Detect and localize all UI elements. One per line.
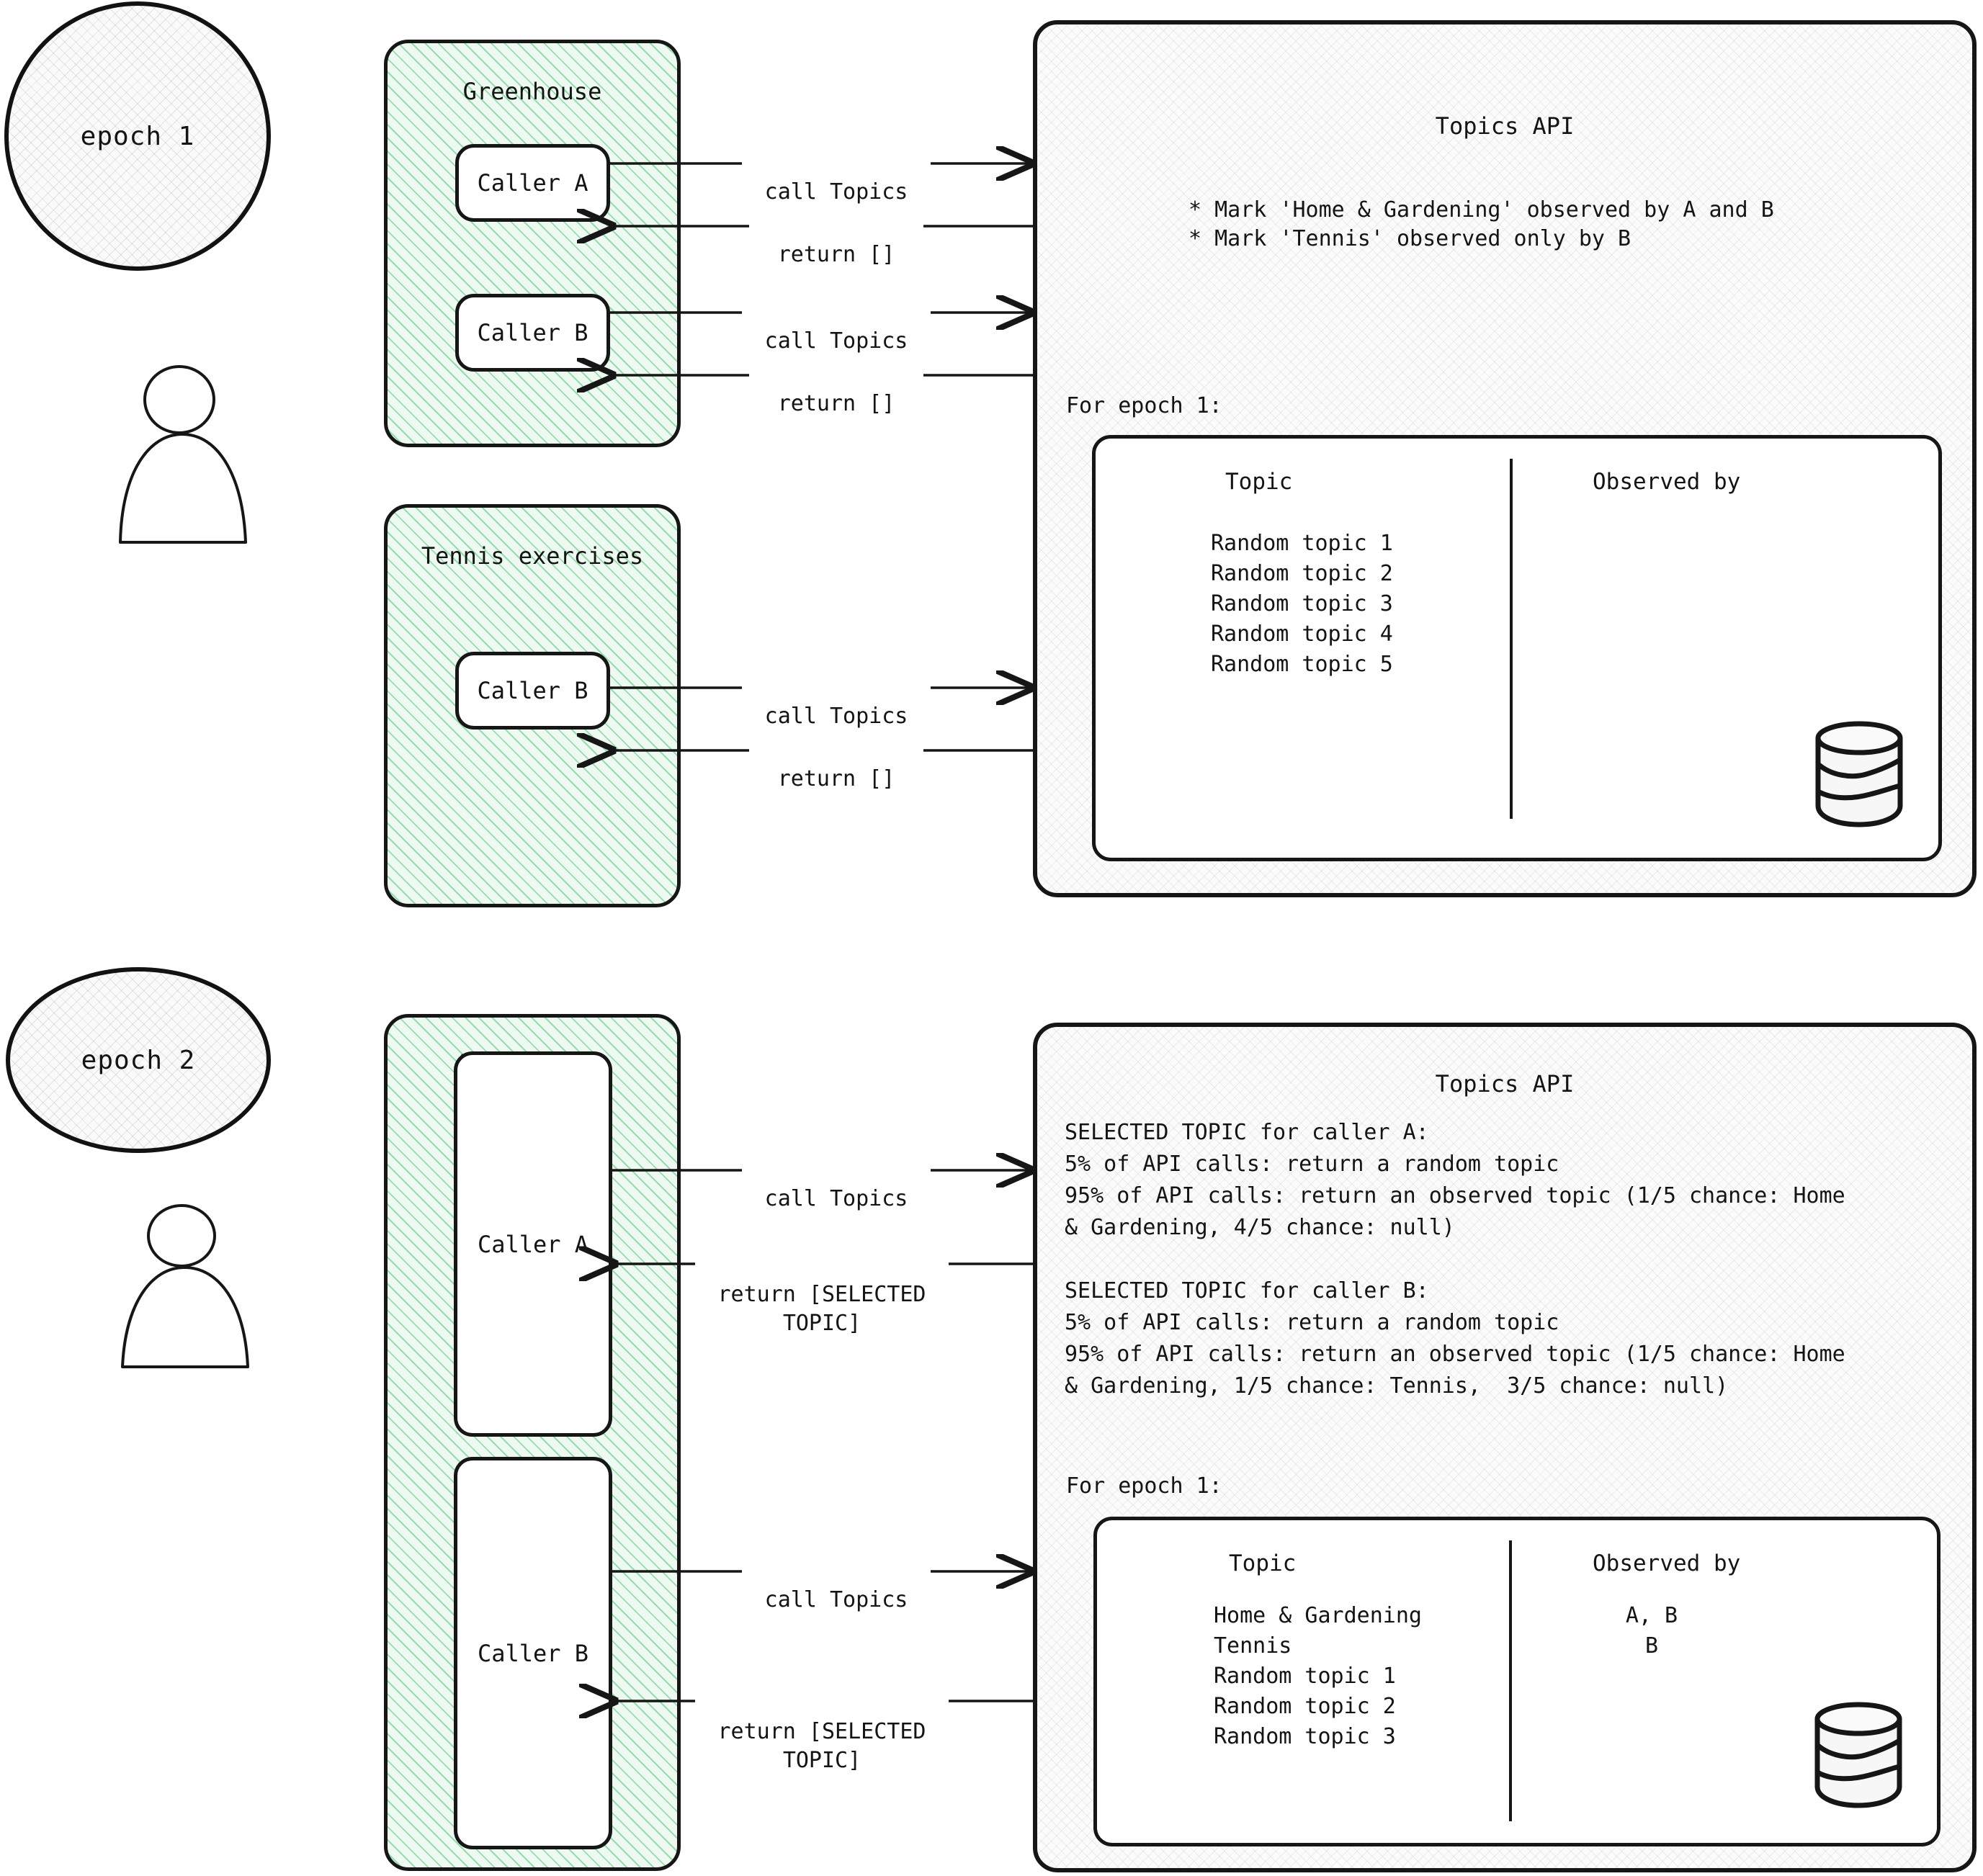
arrow-text: call Topics bbox=[764, 1587, 908, 1612]
arrow-label-call-topics-a2: call Topics bbox=[742, 1156, 931, 1213]
topics-table-epoch-2-observed-cells: A, B B bbox=[1625, 1603, 1678, 1659]
epoch-2-circle: epoch 2 bbox=[6, 967, 271, 1153]
arrow-label-return-a1: return [] bbox=[749, 212, 923, 269]
database-cylinder-icon-epoch-1 bbox=[1812, 719, 1906, 827]
topics-api-epoch-2-rules: SELECTED TOPIC for caller A: 5% of API c… bbox=[1065, 1120, 1845, 1399]
topics-table-epoch-1-col-topic: Topic bbox=[1225, 469, 1293, 495]
context-greenhouse-title: Greenhouse bbox=[462, 78, 602, 105]
caller-b-greenhouse[interactable]: Caller B bbox=[455, 294, 610, 372]
topics-table-epoch-1-topic-cells: Random topic 1 Random topic 2 Random top… bbox=[1211, 531, 1393, 677]
arrow-label-return-b2: return [SELECTED TOPIC] bbox=[695, 1689, 949, 1775]
topics-table-epoch-2: Topic Observed by Home & Gardening Tenni… bbox=[1093, 1517, 1941, 1846]
context-tennis-exercises-title: Tennis exercises bbox=[421, 542, 644, 570]
arrow-text: return [] bbox=[777, 766, 895, 791]
person-icon-epoch-1 bbox=[112, 364, 256, 544]
arrow-label-call-topics-tennis: call Topics bbox=[742, 673, 931, 731]
caller-b-any-context-label: Caller B bbox=[477, 1639, 589, 1667]
topics-table-epoch-2-col-observed: Observed by bbox=[1593, 1550, 1741, 1576]
caller-a-greenhouse[interactable]: Caller A bbox=[455, 144, 610, 222]
person-icon-epoch-2 bbox=[115, 1203, 259, 1368]
arrow-label-call-topics-b1: call Topics bbox=[742, 298, 931, 356]
topics-api-epoch-1: Topics API * Mark 'Home & Gardening' obs… bbox=[1033, 20, 1977, 897]
topics-table-epoch-2-col-topic: Topic bbox=[1229, 1550, 1297, 1576]
epoch-1-label: epoch 1 bbox=[80, 121, 195, 151]
caller-b-tennis-label: Caller B bbox=[477, 677, 588, 704]
caller-a-greenhouse-label: Caller A bbox=[477, 169, 588, 197]
topics-table-epoch-1-divider bbox=[1510, 459, 1513, 819]
arrow-label-return-tennis: return [] bbox=[749, 736, 923, 794]
arrow-label-return-a2: return [SELECTED TOPIC] bbox=[695, 1252, 949, 1338]
topics-table-epoch-1-col-observed: Observed by bbox=[1593, 469, 1741, 495]
epoch-2-label: epoch 2 bbox=[81, 1045, 196, 1075]
topics-api-epoch-1-title: Topics API bbox=[1435, 112, 1575, 140]
caller-b-any-context[interactable]: Caller B bbox=[454, 1457, 612, 1849]
topics-api-epoch-1-bullets: * Mark 'Home & Gardening' observed by A … bbox=[1189, 197, 1774, 251]
topics-api-epoch-2-title: Topics API bbox=[1435, 1070, 1575, 1098]
arrow-text: return [SELECTED TOPIC] bbox=[717, 1282, 926, 1336]
topics-table-epoch-2-topic-cells: Home & Gardening Tennis Random topic 1 R… bbox=[1214, 1603, 1422, 1749]
context-greenhouse: Greenhouse bbox=[384, 40, 681, 447]
arrow-text: return [] bbox=[777, 242, 895, 267]
topics-api-epoch-1-table-caption: For epoch 1: bbox=[1066, 393, 1222, 418]
arrow-text: call Topics bbox=[764, 179, 908, 205]
arrow-label-call-topics-a1: call Topics bbox=[742, 149, 931, 207]
arrow-text: return [SELECTED TOPIC] bbox=[717, 1719, 926, 1773]
arrow-text: call Topics bbox=[764, 1186, 908, 1211]
database-cylinder-icon-epoch-2 bbox=[1812, 1700, 1905, 1808]
epoch-1-circle: epoch 1 bbox=[4, 1, 271, 271]
arrow-text: return [] bbox=[777, 391, 895, 416]
topics-api-epoch-2: Topics API SELECTED TOPIC for caller A: … bbox=[1033, 1023, 1977, 1872]
caller-b-greenhouse-label: Caller B bbox=[477, 319, 588, 346]
arrow-label-return-b1: return [] bbox=[749, 361, 923, 418]
arrow-text: call Topics bbox=[764, 328, 908, 354]
topics-table-epoch-1: Topic Observed by Random topic 1 Random … bbox=[1092, 435, 1942, 861]
caller-a-any-context-label: Caller A bbox=[477, 1230, 589, 1258]
arrow-text: call Topics bbox=[764, 704, 908, 729]
topics-api-epoch-2-table-caption: For epoch 1: bbox=[1066, 1473, 1222, 1499]
topics-table-epoch-2-divider bbox=[1509, 1540, 1512, 1821]
caller-b-tennis[interactable]: Caller B bbox=[455, 652, 610, 730]
arrow-label-call-topics-b2: call Topics bbox=[742, 1557, 931, 1615]
caller-a-any-context[interactable]: Caller A bbox=[454, 1051, 612, 1437]
